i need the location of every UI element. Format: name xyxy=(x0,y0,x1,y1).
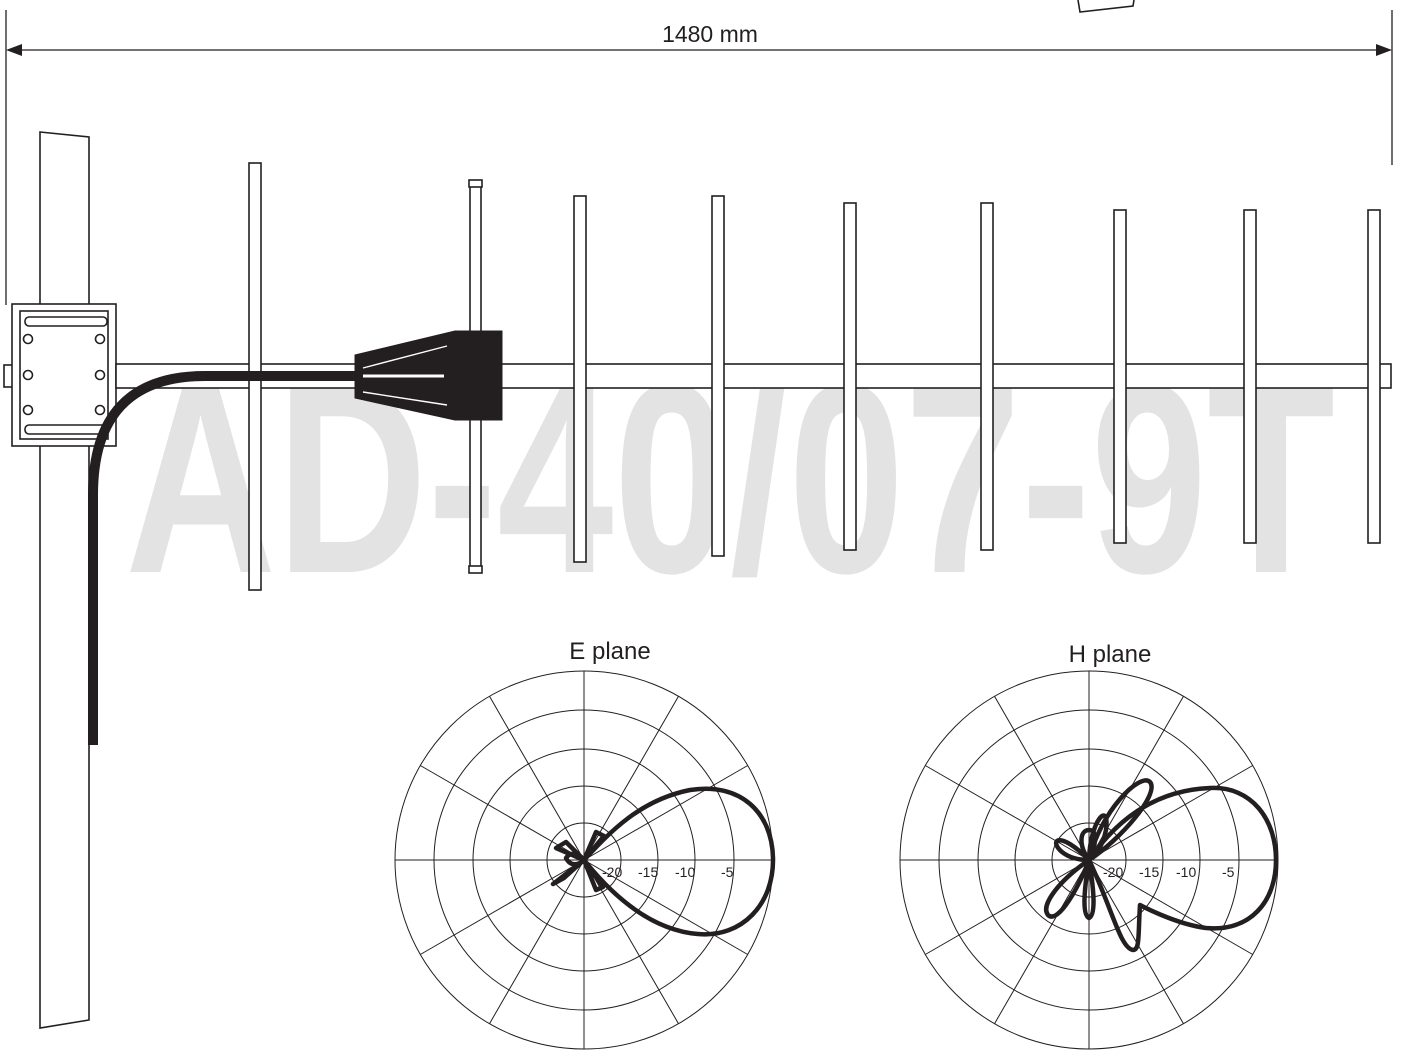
director-3 xyxy=(843,202,857,551)
ring-label: -20 xyxy=(1103,864,1123,880)
director-2 xyxy=(711,195,725,557)
director-6 xyxy=(1243,209,1257,544)
ring-label: -5 xyxy=(721,864,734,880)
dimension-label: 1480 mm xyxy=(662,21,758,47)
grid-ring xyxy=(509,785,659,935)
boom xyxy=(115,363,1392,389)
ring-label: -10 xyxy=(1176,864,1196,880)
h-plane-lobe xyxy=(1044,778,1279,953)
mast xyxy=(39,131,90,1029)
ring-label: -20 xyxy=(602,864,622,880)
ring-label: -15 xyxy=(638,864,658,880)
coax-cable xyxy=(88,371,365,745)
director-1 xyxy=(573,195,587,563)
grid-spoke xyxy=(1088,859,1253,955)
ring-label: -15 xyxy=(1139,864,1159,880)
grid-spoke xyxy=(925,859,1090,955)
h-plane-grid xyxy=(899,670,1279,1050)
grid-ring xyxy=(546,822,622,898)
top-fragment xyxy=(1077,0,1135,13)
grid-ring xyxy=(938,709,1240,1011)
grid-spoke xyxy=(994,696,1090,861)
grid-spoke xyxy=(994,859,1090,1024)
dimension-line: 1480 mm xyxy=(5,10,1393,305)
e-plane-pattern: E plane -20 -15 -10 -5 xyxy=(394,638,776,1050)
h-plane-pattern: H plane -20 -15 -10 -5 xyxy=(899,641,1279,1050)
grid-ring xyxy=(472,748,696,972)
e-plane-title: E plane xyxy=(569,638,650,665)
right-arrow-icon xyxy=(1376,44,1392,56)
grid-spoke xyxy=(420,765,585,861)
ring-label: -5 xyxy=(1222,864,1235,880)
director-7 xyxy=(1367,209,1381,544)
left-arrow-icon xyxy=(6,44,22,56)
grid-spoke xyxy=(420,859,585,955)
ring-label: -10 xyxy=(675,864,695,880)
grid-ring xyxy=(977,748,1201,972)
e-plane-lobe xyxy=(550,786,776,937)
mast-clamp xyxy=(3,303,117,447)
grid-spoke xyxy=(583,859,679,1024)
director-5 xyxy=(1113,209,1127,544)
grid-ring xyxy=(433,709,735,1011)
grid-spoke xyxy=(1088,765,1253,861)
grid-spoke xyxy=(489,859,585,1024)
feed-connector xyxy=(354,330,503,421)
grid-spoke xyxy=(583,859,748,955)
director-4 xyxy=(980,202,994,551)
grid-ring xyxy=(1051,822,1127,898)
h-plane-title: H plane xyxy=(1069,641,1152,668)
grid-spoke xyxy=(925,765,1090,861)
grid-spoke xyxy=(489,696,585,861)
grid-spoke xyxy=(583,765,748,861)
grid-ring xyxy=(1014,785,1164,935)
